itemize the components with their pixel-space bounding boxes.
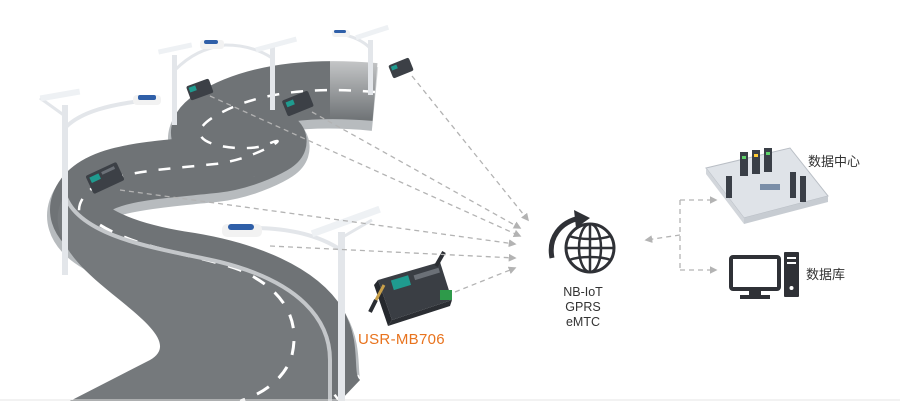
road-foreground [57,195,330,401]
device-small-icon [282,91,314,117]
lamp-devices [86,57,414,194]
protocol-label-emtc: eMTC [565,315,601,329]
protocol-label-gprs: GPRS [565,300,601,314]
device-small-icon [186,78,214,101]
road-foreground-edge [63,194,332,401]
winding-road [47,60,430,401]
wireless-links [119,75,529,293]
street-lamp [332,24,390,95]
street-lamp [222,205,381,401]
data-center-label: 数据中心 [808,154,861,169]
device-small-icon [86,162,124,194]
device-small-icon [388,57,414,79]
data-center-icon [705,147,829,224]
network-globe-icon [548,210,616,274]
street-lamp [157,40,226,125]
backend-links [644,196,718,274]
protocol-label-nb-iot: NB-IoT [563,285,603,299]
street-lamps [39,24,390,401]
device-model-label: USR-MB706 [358,331,445,348]
database-computer-icon [729,252,799,299]
street-lamp [39,88,161,275]
usr-mb706-device [368,251,452,326]
database-label: 数据库 [806,267,846,282]
street-lamp [224,36,298,110]
